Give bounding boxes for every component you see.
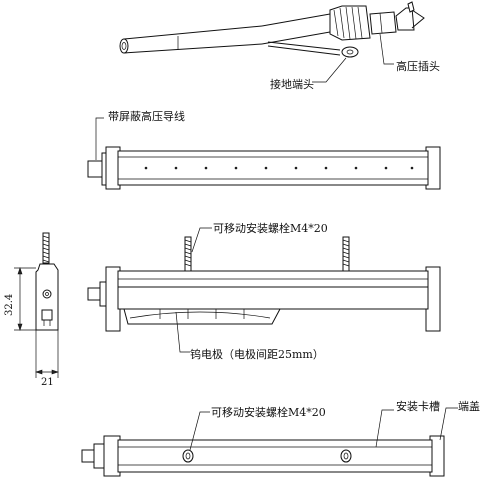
emitter-points: [144, 166, 414, 170]
label-mount-slot: 安装卡槽: [396, 399, 440, 413]
ion-bar-front-view: [87, 117, 441, 190]
label-end-cap: 端盖: [458, 399, 480, 413]
mount-bolt-left: [184, 236, 192, 272]
ion-bar-bolt-view: [87, 227, 441, 353]
dimension-width: 21: [41, 377, 54, 388]
bolt-head-right: [340, 449, 352, 463]
label-ground-terminal: 接地端头: [270, 78, 314, 91]
dimension-height: 32.4: [4, 294, 15, 316]
ion-bar-bottom-view: [81, 407, 458, 477]
label-movable-bolt-bottom: 可移动安装螺栓M4*20: [211, 405, 326, 419]
tungsten-electrodes: [159, 309, 245, 319]
side-view: [14, 232, 59, 378]
label-shielded-cable: 带屏蔽高压导线: [108, 109, 185, 123]
label-hv-plug: 高压插头: [396, 59, 440, 73]
bolt-head-left: [182, 449, 194, 463]
label-tungsten-electrode: 钨电极（电极间距25mm）: [190, 347, 324, 361]
label-movable-bolt-top: 可移动安装螺栓M4*20: [213, 221, 328, 235]
mount-bolt-right: [342, 236, 350, 272]
cable-assembly: [119, 1, 425, 83]
